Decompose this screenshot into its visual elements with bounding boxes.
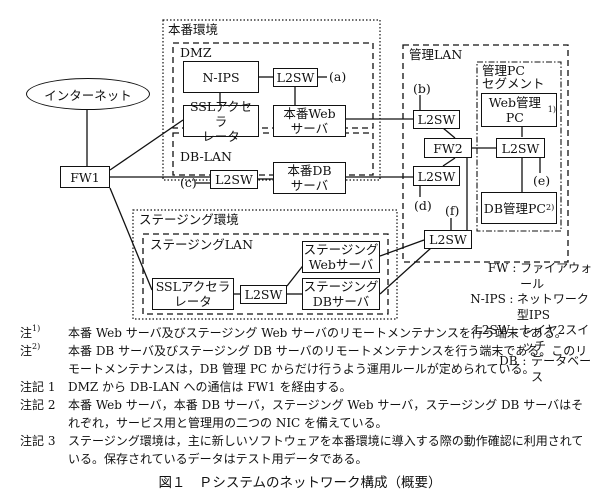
note-text: 本番 DB サーバ及びステージング DB サーバのリモートメンテナンスを行う端末… [68,344,588,376]
legend-value: データベース [531,354,592,384]
note-remark-3: 注記 3 ステージング環境は，主に新しいソフトウェアを本番環境に導入する際の動作… [20,432,595,468]
zone-staginglan-label: ステージングLAN [150,237,254,252]
stg-l2sw-node: L2SW [240,285,287,304]
notes-section: 注1) 本番 Web サーバ及びステージング Web サーバのリモートメンテナン… [20,324,595,468]
legend-sep: : [509,292,514,306]
legend-row: FW:ファイアウォール [452,261,600,292]
port-a-label: (a) [329,69,347,84]
note-mark: 2) [32,342,41,351]
note-head-text: 注 [20,326,33,340]
link-fw1-dmz-ssl [109,119,184,171]
n-ips-node: N-IPS [183,61,259,93]
port-b-label: (b) [413,81,431,96]
mgmt-l2sw-mid-node: L2SW [413,166,460,186]
legend-sep: : [512,261,517,275]
legend-row: L2SW:レイヤ2スイッチ [452,323,600,354]
stg-web-server-node: ステージング Webサーバ [302,241,380,273]
link-stg-db-mgmt-l2sw [379,247,432,295]
legend-key: L2SW [473,323,511,337]
port-f-label: (f) [445,203,460,218]
port-e-label: (e) [533,173,551,188]
legend-value: ネットワーク型IPS [516,292,589,322]
prod-web-server-node: 本番Web サーバ [273,105,346,137]
mgmt-l2sw-bottom-node: L2SW [424,230,472,249]
zone-staging-label: ステージング環境 [139,212,239,227]
note-head: 注2) [20,342,68,378]
figure-caption: 図１ Ｐシステムのネットワーク構成（概要） [158,475,442,491]
network-diagram-lines [86,19,569,320]
zone-mgmtlan-border [402,44,569,263]
zone-dblan-label: DB-LAN [180,149,232,164]
zone-staginglan-border [142,233,389,315]
legend-row: DB: データベース [452,354,600,385]
fw1-node: FW1 [60,166,110,188]
link-fw2-mgmt-l2sw-mid [442,157,456,167]
legend-key: FW [487,261,509,275]
note-remark-2: 注記 2 本番 Web サーバ，本番 DB サーバ，ステージング Web サーバ… [20,396,595,432]
stg-db-server-node: ステージング DBサーバ [302,278,380,310]
legend-sep: : [522,354,527,368]
note-head: 注記 1 [20,380,56,394]
note-mark: 1) [32,324,41,333]
web-mgmt-pc-label: Web管理PC [488,95,541,125]
zone-dmz-label: DMZ [180,45,212,60]
note-head: 注1) [20,324,68,342]
zone-production-border [162,19,381,181]
link-fw1-stg-ssl [109,187,153,291]
note-text: DMZ から DB-LAN への通信は FW1 を経由する。 [68,380,352,394]
legend: FW:ファイアウォール N-IPS:ネットワーク型IPS L2SW:レイヤ2スイ… [452,261,600,385]
note-head-text: 注 [20,344,33,358]
pcseg-l2sw-node: L2SW [496,138,545,158]
zone-staging-border [132,209,398,320]
note-head: 注記 3 [20,434,56,448]
dblan-l2sw-node: L2SW [210,170,258,189]
mgmt-l2sw-top-node: L2SW [413,110,460,129]
port-d-label: (d) [414,198,432,213]
link-stg-web-mgmt-l2sw [379,239,425,257]
legend-sep: : [514,323,519,337]
legend-value: ファイアウォール [520,261,593,291]
internet-cloud: インターネット [26,78,150,110]
note-1: 注1) 本番 Web サーバ及びステージング Web サーバのリモートメンテナン… [20,324,595,342]
dmz-l2sw-node: L2SW [273,68,318,87]
legend-row: N-IPS:ネットワーク型IPS [452,292,600,323]
zone-production-label: 本番環境 [168,22,219,37]
note-text: 本番 Web サーバ及びステージング Web サーバのリモートメンテナンスを行う… [68,326,567,340]
note-text: 本番 Web サーバ，本番 DB サーバ，ステージング Web サーバ，ステージ… [68,398,584,430]
port-c-label: (c) [180,175,197,190]
note-2: 注2) 本番 DB サーバ及びステージング DB サーバのリモートメンテナンスを… [20,342,595,378]
legend-value: レイヤ2スイッチ [522,323,590,353]
note-remark-1: 注記 1 DMZ から DB-LAN への通信は FW1 を経由する。 [20,378,595,396]
stg-ssl-accelerator-node: SSLアクセラ レータ [152,278,234,310]
zone-mgmtlan-label: 管理LAN [409,47,463,62]
legend-key: N-IPS [470,292,506,306]
prod-db-server-node: 本番DB サーバ [273,162,346,194]
note-head: 注記 2 [20,398,56,412]
fw2-node: FW2 [424,138,472,158]
link-mgmt-l2sw-top-fw2 [442,127,456,139]
dmz-ssl-accelerator-node: SSLアクセラ レータ [183,99,259,144]
db-mgmt-pc-label: DB管理PC [483,200,546,216]
note-text: ステージング環境は，主に新しいソフトウェアを本番環境に導入する際の動作確認に利用… [68,434,584,466]
legend-key: DB [499,354,518,368]
zone-pcseg-label: 管理PC セグメント [482,63,545,91]
